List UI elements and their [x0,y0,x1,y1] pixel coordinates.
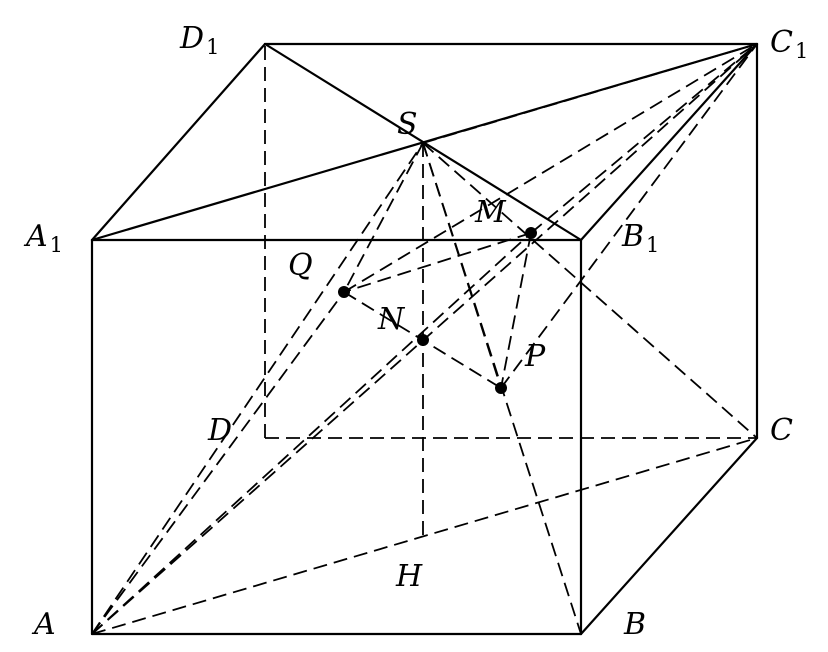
point-dot-Q [338,286,350,298]
point-dot-M [525,227,537,239]
segment-M-C1 [530,43,758,234]
segment-S-C1 [422,43,758,144]
segment-B1-C1 [579,42,759,242]
point-label-B1: B1 [621,219,659,257]
point-label-C1: C1 [770,25,808,63]
point-label-letter: D [207,413,232,448]
point-label-letter: S [397,107,418,142]
point-label-Q: Q [288,248,313,283]
segment-S-C [422,142,758,439]
segment-Q-C1 [343,43,758,293]
point-label-letter: H [395,559,423,594]
point-label-S: S [397,107,418,142]
segment-S-Q [343,142,424,293]
point-markers [338,227,537,394]
point-label-letter: N [377,302,406,337]
point-label-subscript: 1 [646,233,659,257]
segment-A-M [91,232,532,635]
point-label-letter: C [770,413,793,448]
point-label-P: P [524,339,546,374]
point-label-letter: Q [288,248,313,283]
segment-M-P [500,232,532,389]
point-label-D1: D1 [179,21,219,59]
segment-P-C1 [500,43,758,389]
segment-M-Q [343,232,532,293]
point-dot-N [417,334,429,346]
segment-D1-B1 [263,42,583,242]
point-label-letter: A [23,219,48,254]
segment-A-S [91,142,424,635]
point-label-D: D [207,413,232,448]
segment-A-C [91,437,758,635]
point-label-C: C [770,413,793,448]
point-label-subscript: 1 [206,35,219,59]
point-label-letter: A [31,607,56,642]
point-label-B: B [623,607,646,642]
segment-B-C [579,436,759,636]
point-label-letter: P [524,339,546,374]
point-label-N: N [377,302,406,337]
point-label-letter: C [770,25,793,60]
segment-A-Q [91,291,345,635]
point-label-subscript: 1 [50,233,63,257]
segment-D1-A1 [90,42,267,242]
point-label-letter: B [621,219,644,254]
point-label-letter: D [179,21,204,56]
point-label-H: H [395,559,423,594]
point-label-subscript: 1 [795,39,808,63]
point-dot-P [495,382,507,394]
point-label-letter: B [623,607,646,642]
point-label-letter: M [474,195,507,230]
point-label-A1: A1 [23,219,63,257]
point-label-M: M [474,195,507,230]
point-label-A: A [31,607,56,642]
